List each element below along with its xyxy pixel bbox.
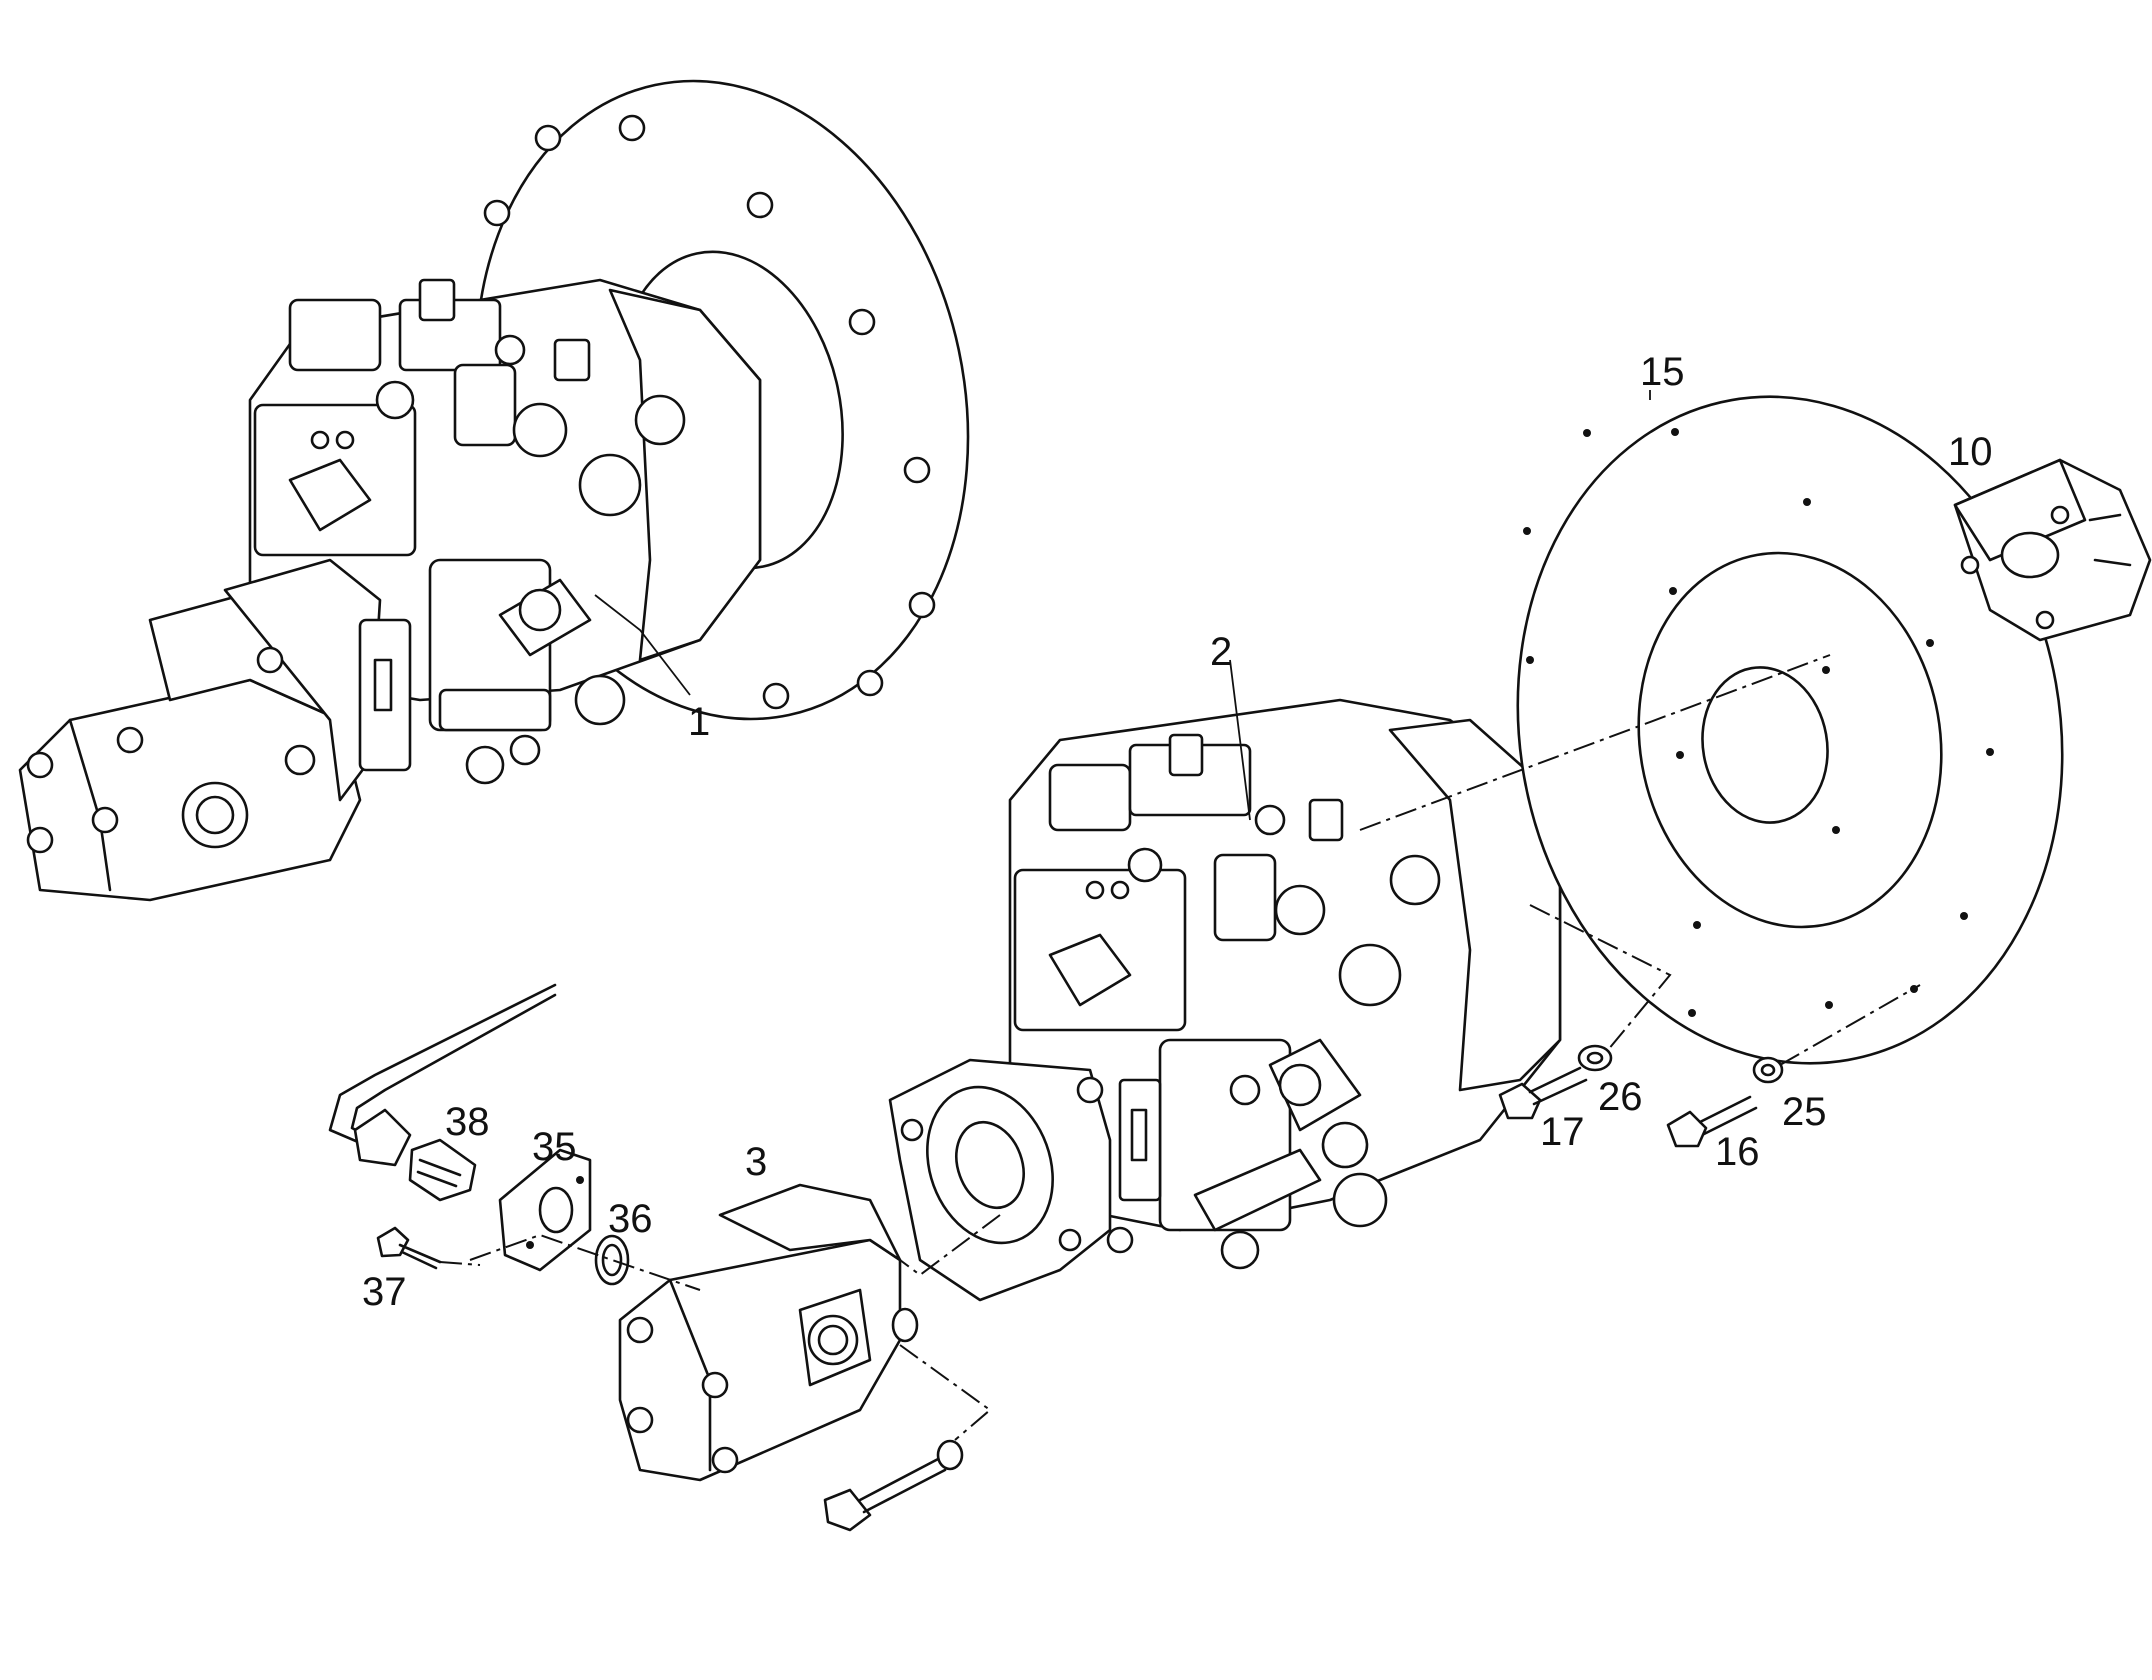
leader-lines <box>594 390 1651 821</box>
hydraulic-hose <box>328 983 557 1167</box>
label-part-25: 25 <box>1782 1090 1827 1134</box>
label-part-3: 3 <box>745 1140 767 1184</box>
part-3-mounting-bolt <box>823 1439 964 1532</box>
label-part-36: 36 <box>608 1197 653 1241</box>
label-part-35: 35 <box>532 1125 577 1169</box>
label-part-26: 26 <box>1598 1075 1643 1119</box>
part-16-screw <box>1666 1095 1758 1148</box>
part-38-adapter-fitting <box>408 1138 477 1202</box>
label-part-1: 1 <box>688 700 710 744</box>
label-part-38: 38 <box>445 1100 490 1144</box>
part-3-gear-pump <box>618 1183 919 1482</box>
assembly-1-gear-pump <box>18 678 362 902</box>
pump-assembly-2 <box>888 698 1562 1302</box>
label-part-2: 2 <box>1210 630 1232 674</box>
part-35-flange-plate <box>498 1148 592 1272</box>
assembly-lines <box>439 654 1921 1441</box>
part-number-labels: 1 2 3 10 15 16 17 25 26 35 36 37 38 <box>362 350 1993 1314</box>
label-part-10: 10 <box>1948 430 1993 474</box>
part-26-washer <box>1577 1044 1613 1072</box>
part-15-flex-plate <box>1516 395 2064 1065</box>
label-part-15: 15 <box>1640 350 1685 394</box>
label-part-16: 16 <box>1715 1130 1760 1174</box>
part-10-coupling <box>1953 458 2152 642</box>
label-part-37: 37 <box>362 1270 407 1314</box>
part-36-o-ring <box>594 1234 630 1286</box>
assembly-1-plate-bolts <box>483 114 936 710</box>
pump-assembly-1 <box>18 79 970 902</box>
part-37-screw <box>376 1226 442 1270</box>
label-part-17: 17 <box>1540 1110 1585 1154</box>
part-17-bolt <box>1498 1066 1588 1120</box>
part-25-washer <box>1752 1056 1784 1084</box>
part-15-bolt-holes <box>1523 428 1994 1017</box>
